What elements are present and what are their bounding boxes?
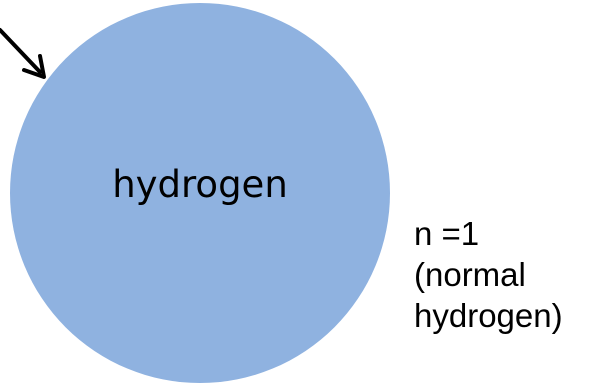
- side-label: n =1 (normal hydrogen): [414, 213, 563, 336]
- arrow-icon: [0, 28, 46, 79]
- circle-label: hydrogen: [112, 163, 288, 206]
- hydrogen-atom-circle: [10, 3, 390, 383]
- side-label-line: (normal: [414, 256, 526, 293]
- side-label-line: n =1: [414, 215, 480, 252]
- side-label-line: hydrogen): [414, 297, 563, 334]
